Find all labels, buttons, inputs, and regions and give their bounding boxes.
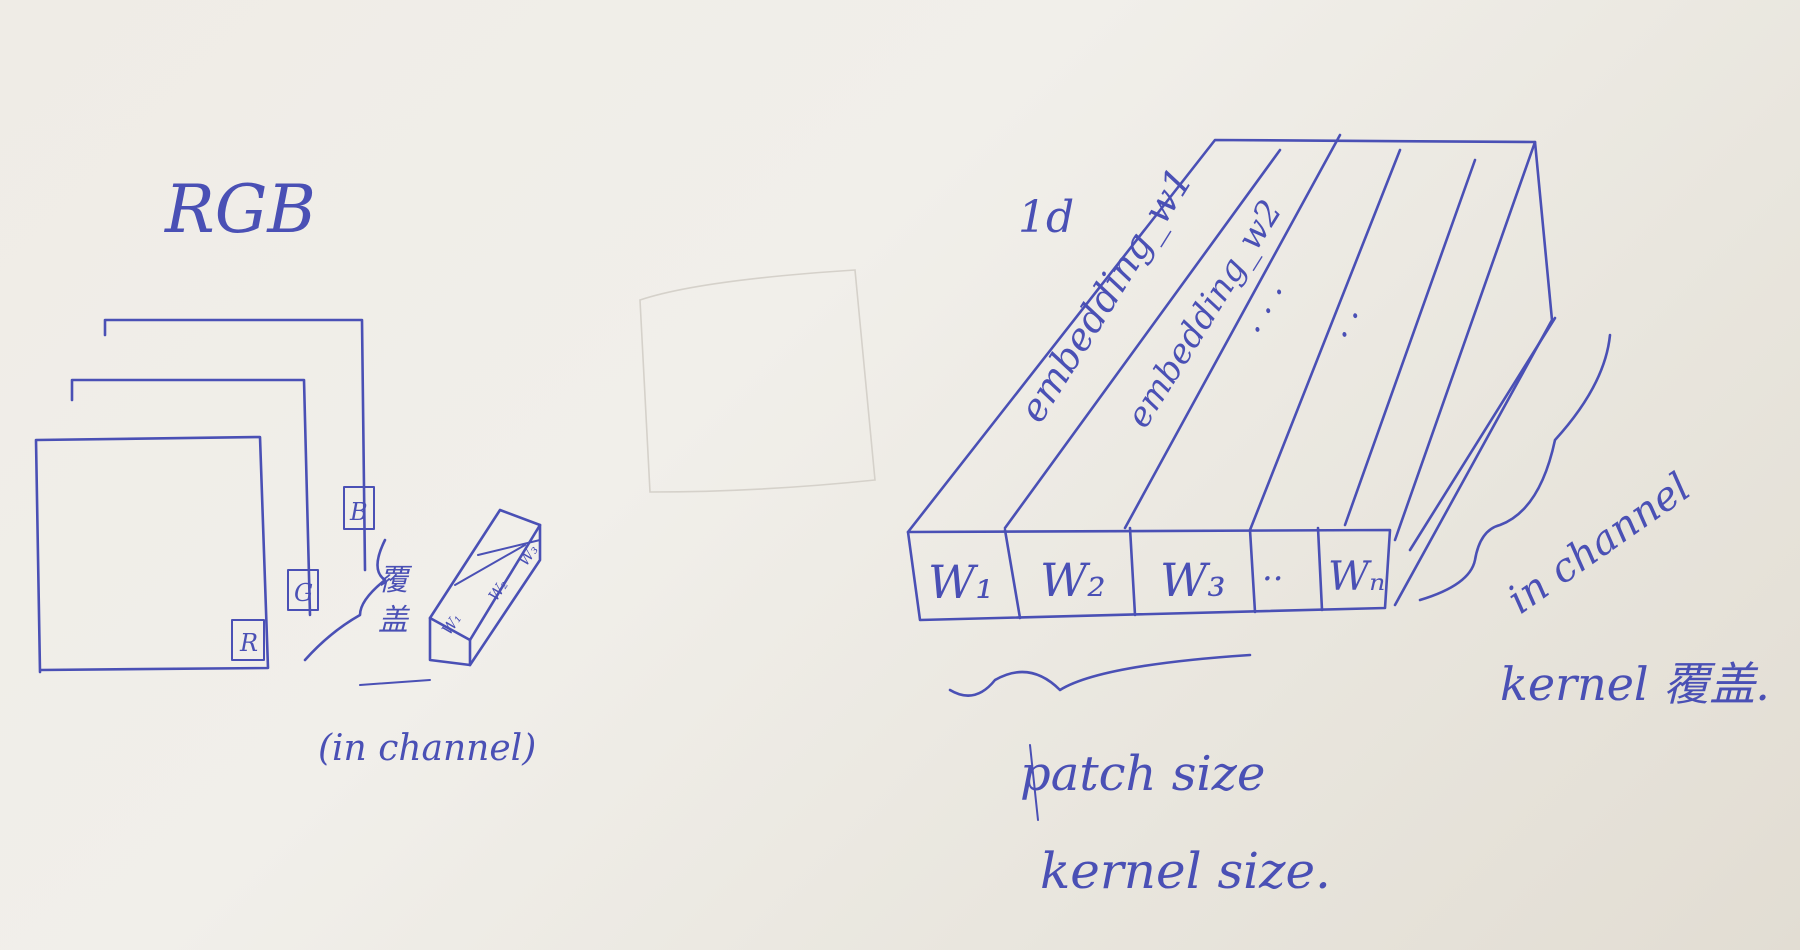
plane-b bbox=[105, 320, 365, 570]
kernel-size-caption: kernel size. bbox=[1040, 842, 1331, 900]
ghost-mark bbox=[640, 270, 875, 492]
slab-top-face bbox=[908, 140, 1535, 540]
cell-label-w2: W₂ bbox=[1040, 553, 1106, 607]
channel-label-r: R bbox=[239, 629, 258, 657]
stripe-ellipsis-1: · · · bbox=[1238, 278, 1300, 345]
patch-size-caption: patch size bbox=[1020, 746, 1265, 802]
plane-r bbox=[36, 437, 268, 672]
cover-label-2: 盖 bbox=[378, 603, 410, 638]
stripe-4 bbox=[1345, 160, 1475, 525]
kernel-label-w2: W₂ bbox=[485, 576, 512, 604]
channel-label-g: G bbox=[294, 579, 313, 607]
patch-brace bbox=[950, 655, 1250, 696]
kernel-cover-caption: kernel 覆盖. bbox=[1500, 657, 1770, 711]
stripe-ellipsis-2: · · bbox=[1325, 301, 1376, 349]
channel-label-b: B bbox=[349, 498, 368, 526]
cell-label-wn: Wₙ bbox=[1328, 554, 1385, 600]
cell-divider-4 bbox=[1318, 528, 1322, 610]
cell-divider-2 bbox=[1130, 528, 1135, 615]
cover-label-1: 覆 bbox=[378, 563, 413, 598]
cell-label-ellipsis: ·· bbox=[1262, 559, 1284, 599]
rgb-title: RGB bbox=[164, 171, 316, 248]
cell-divider-3 bbox=[1250, 530, 1255, 612]
cell-label-w1: W₁ bbox=[928, 555, 994, 609]
cover-underline bbox=[360, 680, 430, 685]
cell-label-w3: W₃ bbox=[1160, 553, 1226, 607]
in-channel-caption-right: in channel bbox=[1499, 464, 1698, 623]
one-d-label: 1d bbox=[1018, 192, 1074, 243]
in-channel-caption-left: (in channel) bbox=[318, 728, 536, 769]
plane-g bbox=[72, 380, 310, 615]
cell-divider-1 bbox=[1005, 530, 1020, 618]
